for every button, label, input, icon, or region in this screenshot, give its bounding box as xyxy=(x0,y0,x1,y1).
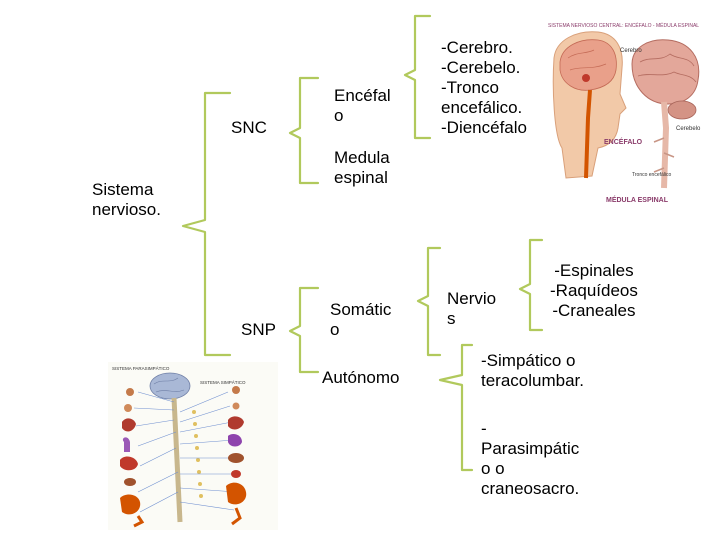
node-medula-espinal: Medula espinal xyxy=(334,148,390,187)
cns-illustration: SISTEMA NERVIOSO CENTRAL: ENCÉFALO - MÉD… xyxy=(546,18,706,216)
cns-figure-title: SISTEMA NERVIOSO CENTRAL: ENCÉFALO - MÉD… xyxy=(548,22,699,29)
node-nervios-types: -Espinales -Raquídeos -Craneales xyxy=(550,261,638,320)
node-autonomo: Autónomo xyxy=(322,368,400,387)
cns-label-cerebro: Cerebro xyxy=(620,48,642,54)
ans-illustration: SISTEMA PARASIMPÁTICO SISTEMA SIMPÁTICO xyxy=(108,362,278,530)
node-nervios: Nervio s xyxy=(447,289,497,328)
ans-title-right: SISTEMA SIMPÁTICO xyxy=(200,379,246,385)
bracket-snp xyxy=(288,286,320,374)
node-snp: SNP xyxy=(241,320,276,339)
node-snc: SNC xyxy=(231,118,267,137)
node-simpatico: -Simpático o teracolumbar. xyxy=(481,351,584,390)
cns-label-cerebelo: Cerebelo xyxy=(676,126,701,132)
node-encefalo-parts: -Cerebro. -Cerebelo. -Tronco encefálico.… xyxy=(441,38,527,137)
node-parasimpatico: - Parasimpátic o o craneosacro. xyxy=(481,419,580,498)
ans-title-left: SISTEMA PARASIMPÁTICO xyxy=(112,365,170,371)
bracket-autonomo xyxy=(438,343,474,472)
node-encefalo: Encéfal o xyxy=(334,86,391,125)
bracket-sistema xyxy=(181,91,232,357)
bracket-snc xyxy=(288,76,320,185)
bracket-somatico xyxy=(416,246,442,357)
node-sistema-nervioso: Sistema nervioso. xyxy=(92,180,161,219)
cns-label-encefalo: ENCÉFALO xyxy=(604,137,643,146)
cns-label-medula: MÉDULA ESPINAL xyxy=(606,195,669,204)
bracket-encefalo xyxy=(403,14,432,140)
bracket-nervios xyxy=(518,238,544,332)
node-somatico: Somátic o xyxy=(330,300,392,339)
cns-label-tronco: Tronco encefálico xyxy=(632,172,671,178)
